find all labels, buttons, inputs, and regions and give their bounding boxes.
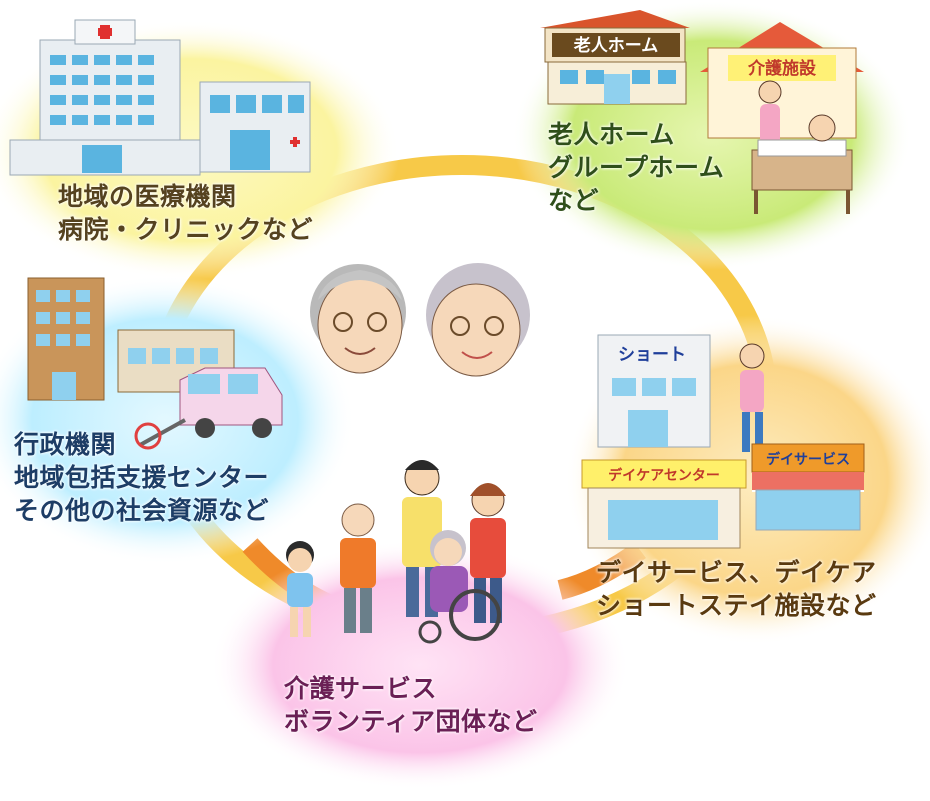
care-facility-sign: 介護施設 [747, 58, 817, 79]
label-line: デイサービス、デイケア [596, 558, 877, 587]
label-line: その他の社会資源など [14, 496, 270, 525]
short-stay-sign: ショート [618, 345, 686, 365]
medical-node-label: 地域の医療機関 病院・クリニックなど [58, 180, 313, 246]
hospital-illustration [9, 19, 311, 176]
short-stay-building-illustration: ショート [597, 334, 711, 448]
daycare-center-illustration: デイケアセンター [581, 459, 747, 549]
home-node-label: 老人ホーム グループホーム など [548, 118, 724, 217]
nursing-home-illustration: 老人ホーム 介護施設 [540, 10, 864, 214]
label-line: など [548, 186, 600, 215]
volunteer-node-label: 介護サービス ボランティア団体など [284, 672, 538, 738]
welfare-van-illustration [134, 367, 283, 450]
admin-node-label: 行政機関 地域包括支援センター その他の社会資源など [14, 428, 269, 527]
label-line: 老人ホーム [548, 120, 675, 149]
label-line: ショートステイ施設など [596, 591, 877, 620]
dayservice-node-label: デイサービス、デイケア ショートステイ施設など [596, 556, 877, 622]
volunteer-node-bg [210, 540, 630, 790]
dayservice-sign: デイサービス [766, 451, 850, 468]
elderly-couple-illustration [310, 263, 530, 377]
government-office-illustration [27, 277, 235, 401]
label-line: ボランティア団体など [284, 707, 538, 736]
label-line: 行政機関 [14, 430, 117, 459]
care-volunteers-illustration [286, 460, 506, 644]
label-line: 地域包括支援センター [14, 463, 270, 492]
label-line: グループホーム [548, 153, 725, 182]
label-line: 介護サービス [284, 674, 438, 703]
nursing-home-sign: 老人ホーム [573, 35, 659, 56]
staff-person-illustration [739, 343, 765, 452]
label-line: 病院・クリニックなど [58, 215, 314, 244]
dayservice-building-illustration: デイサービス [751, 443, 865, 531]
label-line: 地域の医療機関 [58, 182, 237, 211]
daycare-center-sign: デイケアセンター [608, 467, 720, 484]
